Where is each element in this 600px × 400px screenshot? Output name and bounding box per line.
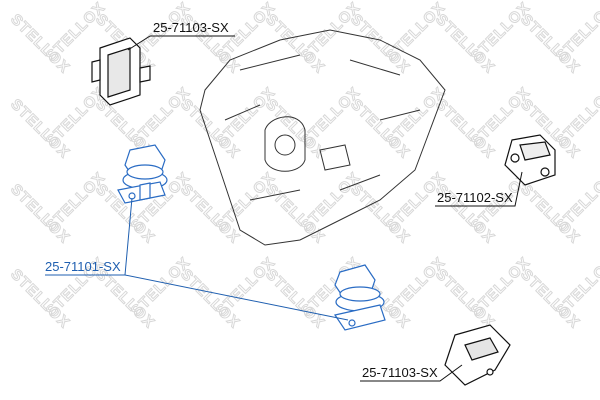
leader-lines: [45, 35, 523, 382]
part-label-bottom-mount[interactable]: 25-71103-SX: [362, 365, 438, 380]
bottom-mount-part: [444, 324, 511, 386]
top-mount-part: [91, 37, 151, 106]
part-label-left-mounts[interactable]: 25-71101-SX: [45, 259, 121, 274]
part-label-right-mount[interactable]: 25-71102-SX: [437, 190, 513, 205]
right-mount-part: [504, 134, 556, 186]
engine-outline: [199, 29, 446, 246]
left-mount-lower-part: [334, 264, 386, 331]
left-mount-upper-part: [117, 144, 168, 204]
part-label-top-mount[interactable]: 25-71103-SX: [153, 20, 229, 35]
